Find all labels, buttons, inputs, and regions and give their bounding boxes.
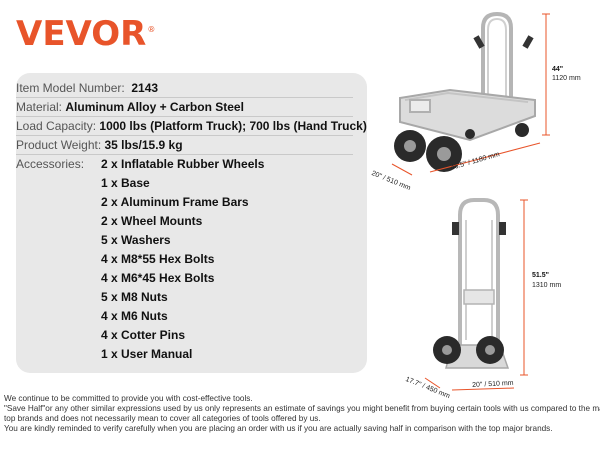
logo-text: VEVOR [16,14,147,54]
spec-row-material: Material: Aluminum Alloy + Carbon Steel [16,99,353,117]
divider [16,116,353,117]
hand-truck-wheels [433,336,504,364]
disclaimer: We continue to be committed to provide y… [4,394,600,434]
disclaimer-line: We continue to be committed to provide y… [4,394,253,403]
trademark-mark: ® [147,25,156,34]
platform-dimension-lines [391,13,550,176]
spec-label: Material: [16,100,63,114]
disclaimer-line: You are kindly reminded to verify carefu… [4,424,553,433]
spec-value: Aluminum Alloy + Carbon Steel [65,100,244,114]
divider [16,97,353,98]
hand-height-mm: 1310 mm [532,282,562,289]
accessory-item: 4 x M8*55 Hex Bolts [101,252,215,266]
hand-height-in: 51.5" [532,272,549,279]
accessory-item: 4 x M6*45 Hex Bolts [101,271,215,285]
spec-value: 2143 [131,81,159,95]
spec-label: Product Weight: [16,138,102,152]
disclaimer-line: "Save Half"or any other similar expressi… [4,404,600,413]
brand-logo: VEVOR® [16,14,155,54]
spec-label: Load Capacity: [16,119,97,133]
accessory-item: 2 x Wheel Mounts [101,214,203,228]
accessory-item: 4 x M6 Nuts [101,309,168,323]
divider [16,135,353,136]
specs-panel [16,73,367,373]
accessory-item: 5 x M8 Nuts [101,290,168,304]
accessory-item: 1 x User Manual [101,347,193,361]
accessory-item: 4 x Cotter Pins [101,328,186,342]
divider [16,154,353,155]
accessory-item: 1 x Base [101,176,150,190]
platform-truck-wheels [394,123,529,172]
spec-row-model: Item Model Number: 2143 [16,80,353,98]
hand-dimension-lines [424,199,528,391]
spec-label: Item Model Number: [16,81,125,95]
accessory-item: 2 x Aluminum Frame Bars [101,195,249,209]
accessory-item: 5 x Washers [101,233,171,247]
platform-height-mm: 1120 mm [552,75,581,82]
spec-row-load-capacity: Load Capacity: 1000 lbs (Platform Truck)… [16,118,367,136]
platform-truck-image [399,11,536,142]
spec-value: 1000 lbs (Platform Truck); 700 lbs (Hand… [99,119,367,133]
platform-height-in: 44" [552,66,564,73]
spec-value: 35 lbs/15.9 kg [104,138,183,152]
disclaimer-line: top brands and does not necessarily mean… [4,414,321,423]
accessories-label: Accessories: [16,157,85,171]
spec-row-weight: Product Weight: 35 lbs/15.9 kg [16,137,353,155]
accessories-label-row: Accessories: [16,156,84,172]
accessory-item: 2 x Inflatable Rubber Wheels [101,157,265,171]
